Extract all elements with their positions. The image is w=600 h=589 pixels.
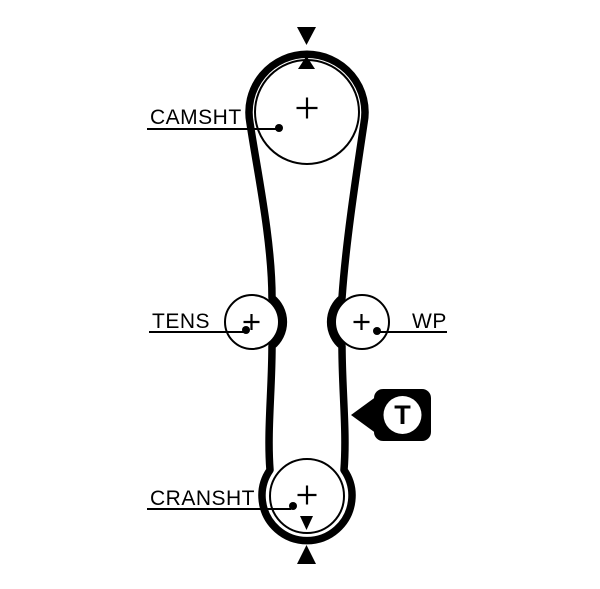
tensioner-tool-badge: T [351, 389, 431, 441]
timing-belt [245, 50, 369, 545]
camshaft-leader-dot [275, 124, 283, 132]
top-arrow-down-icon [297, 27, 316, 45]
crankshaft-center-mark [297, 485, 317, 505]
badge-circle [383, 396, 422, 434]
top-arrow-up-icon [298, 56, 315, 69]
water-pump-leader-dot [373, 327, 381, 335]
tensioner-center-mark [243, 314, 260, 330]
bottom-arrow-down-icon [300, 516, 313, 530]
badge-letter: T [394, 400, 411, 430]
water-pump-label: WP [412, 310, 447, 333]
tensioner-label: TENS [152, 310, 210, 333]
water-pump-pulley-circle [334, 294, 390, 350]
water-pump-center-mark [353, 314, 370, 330]
crankshaft-leader-dot [289, 502, 297, 510]
badge-arrow-left-icon [351, 396, 377, 434]
crankshaft-label: CRANSHT [150, 487, 255, 510]
crankshaft-pulley-circle [269, 458, 345, 534]
camshaft-label: CAMSHT [150, 106, 242, 129]
tensioner-leader-dot [242, 326, 250, 334]
tensioner-pulley-circle [224, 294, 280, 350]
bottom-arrow-up-icon [297, 545, 316, 564]
camshaft-center-mark [296, 97, 318, 119]
